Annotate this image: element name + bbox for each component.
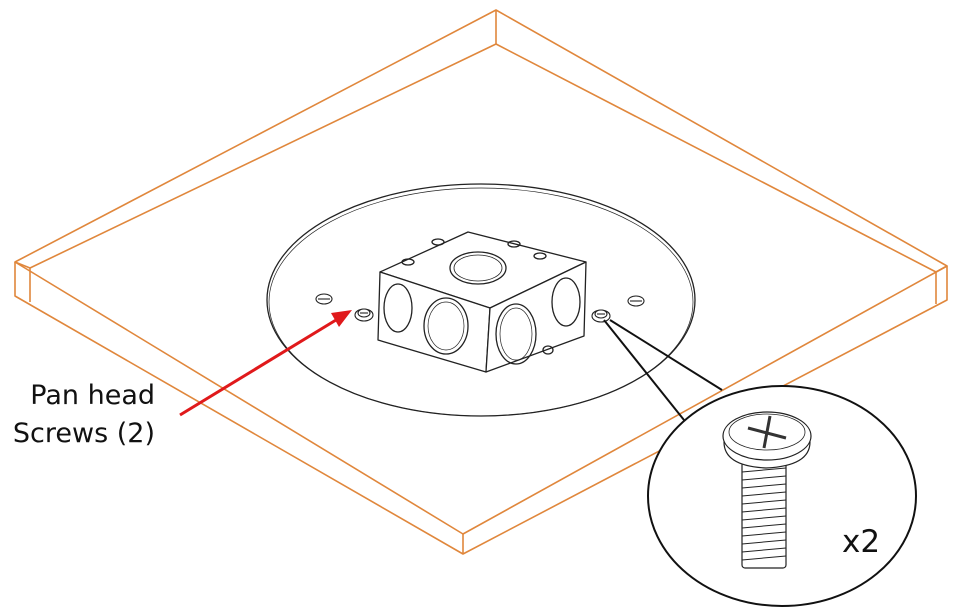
mounting-plate [266, 183, 696, 417]
pan-head-screw-icon [722, 411, 812, 569]
junction-box-icon [377, 231, 587, 373]
ceiling-panel [14, 9, 948, 555]
quantity-label: x2 [842, 524, 881, 560]
callout-label-line1: Pan head [30, 380, 155, 411]
callout-arrow [179, 310, 352, 417]
mounted-screw-icon [354, 308, 611, 323]
callout-label-line2: Screws (2) [12, 418, 155, 449]
detail-leader [603, 319, 723, 421]
plate-screws [315, 293, 645, 307]
